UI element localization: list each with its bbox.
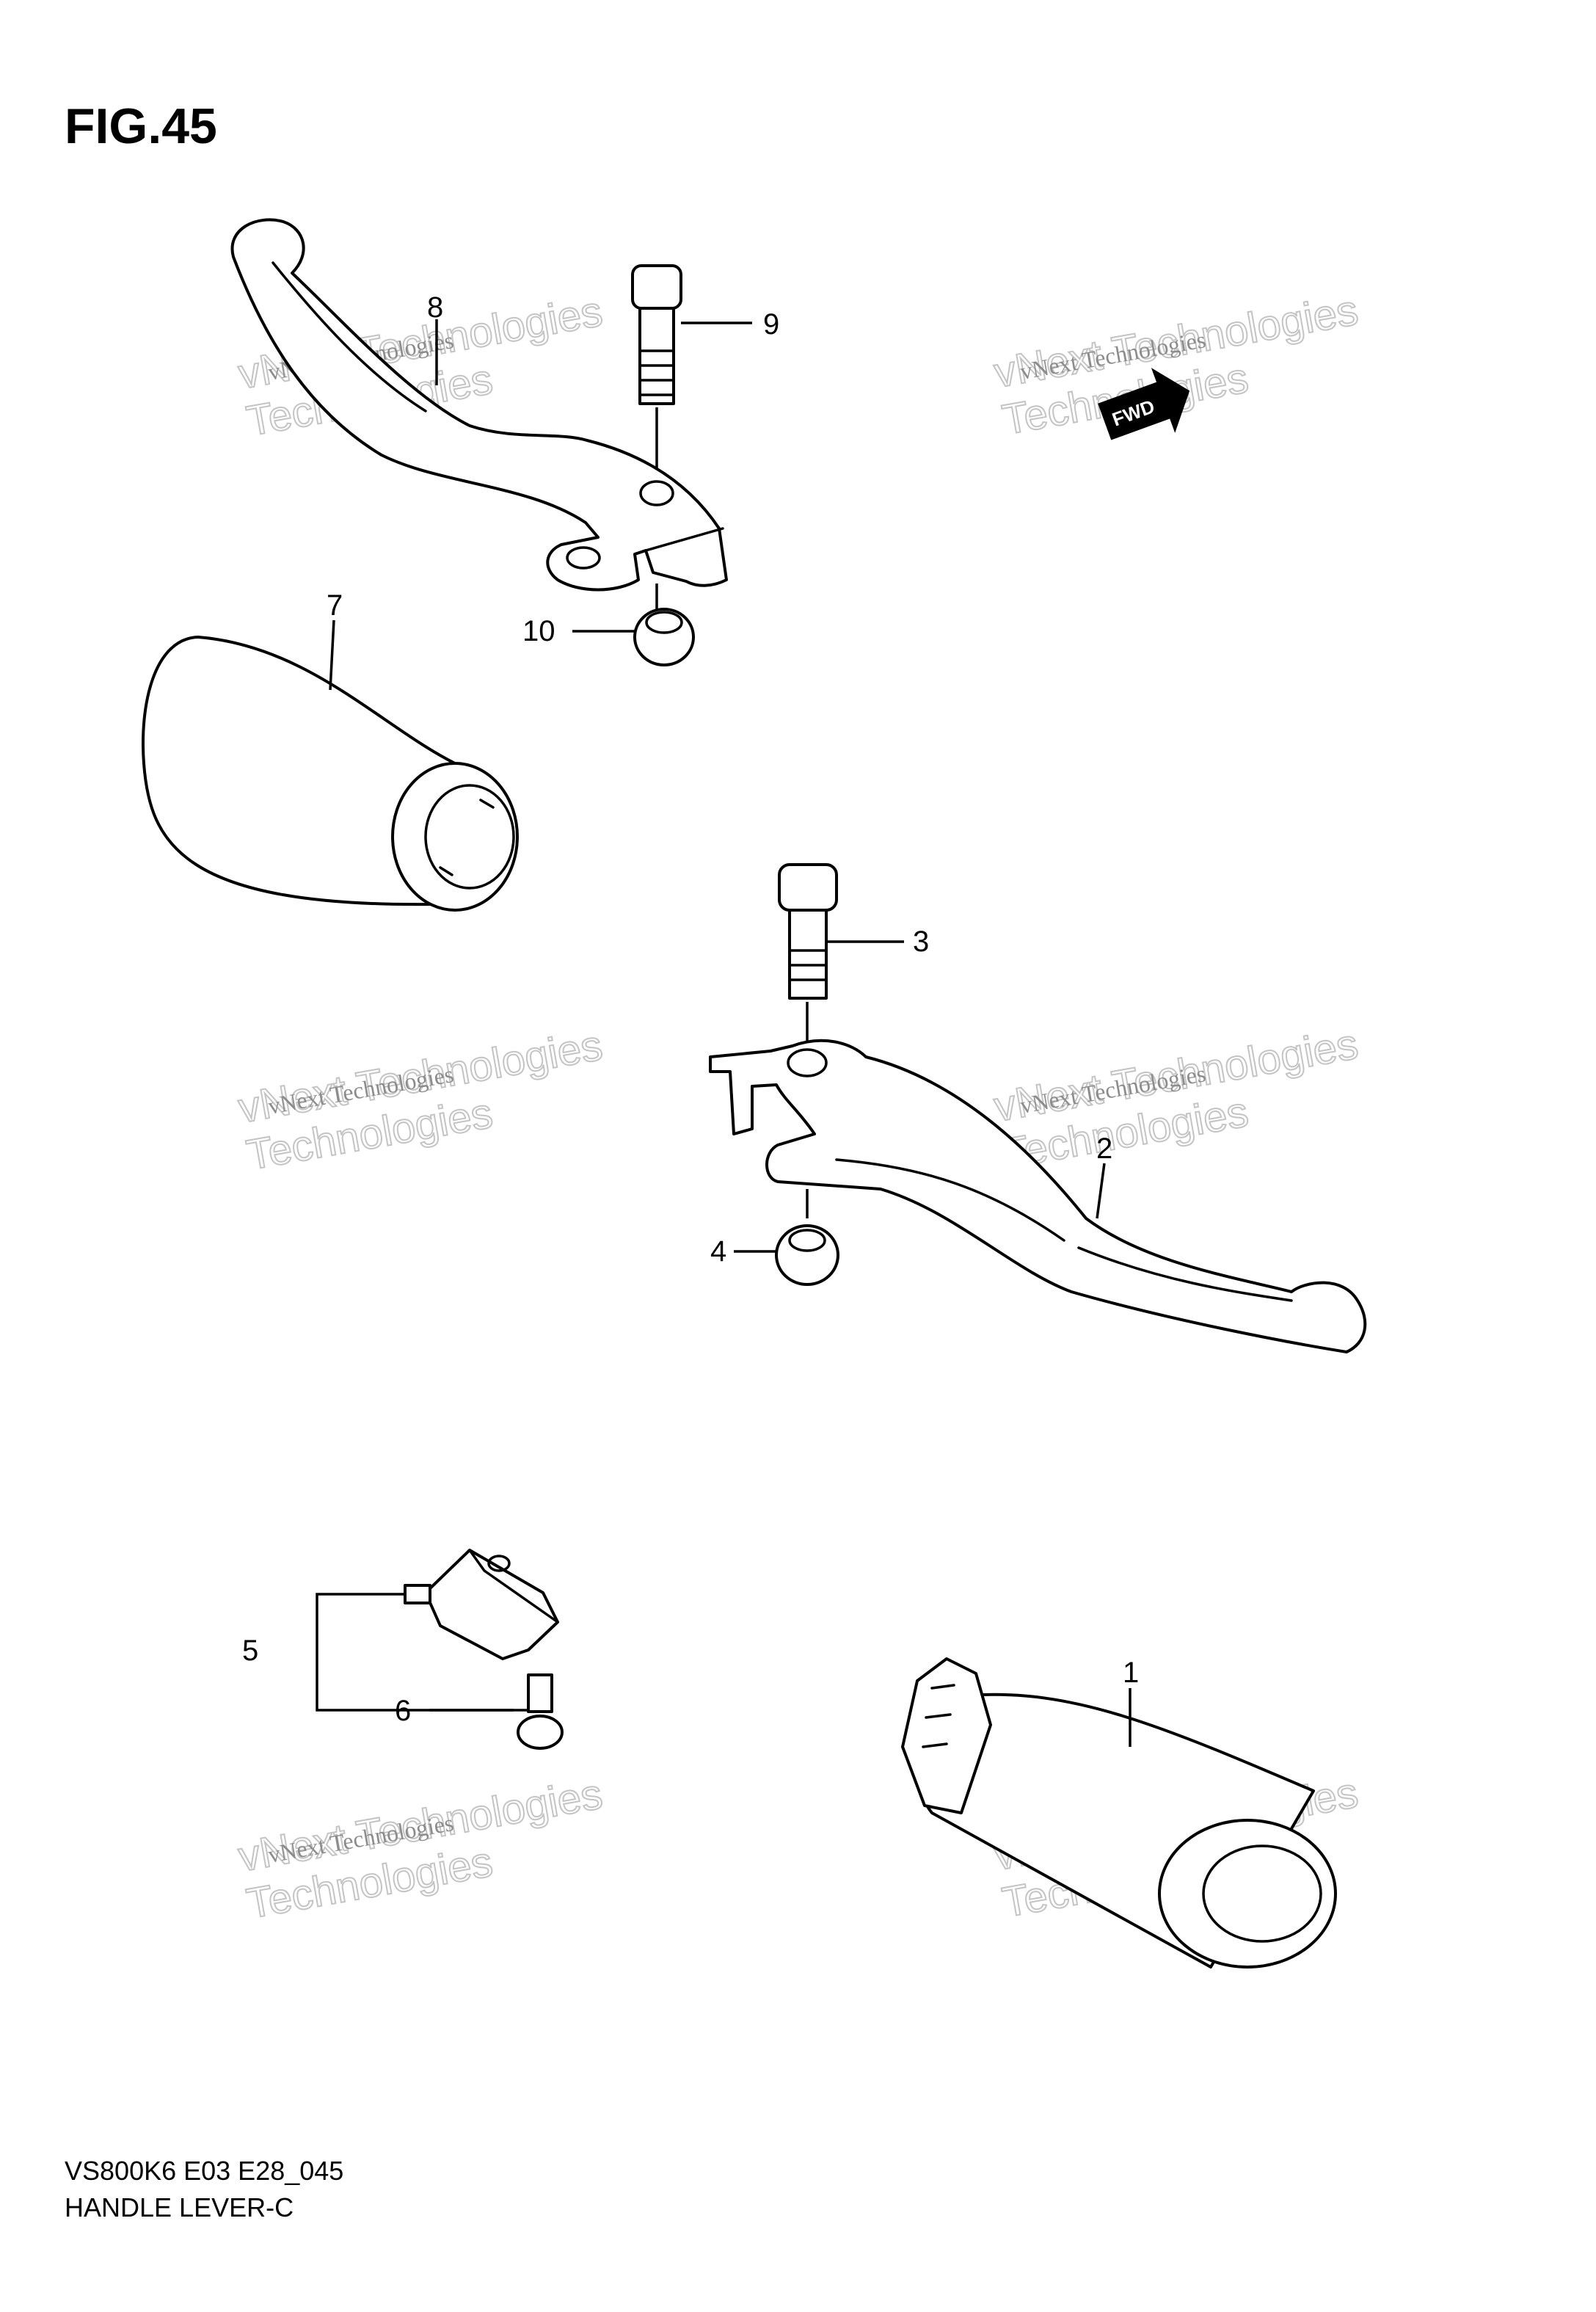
- watermark-mid-left: vNext Technologies vNext Technologies Te…: [234, 1020, 607, 1179]
- upper-bolt-threads: [638, 349, 675, 396]
- upper-lever-edge: [644, 527, 724, 552]
- callout-5: 5: [242, 1635, 258, 1667]
- switch-body: [424, 1549, 559, 1660]
- callout-7: 7: [327, 589, 343, 622]
- callout-3: 3: [913, 926, 929, 958]
- part-7-grip: [141, 636, 519, 912]
- callout-8: 8: [427, 291, 443, 324]
- lower-bolt-shank: [788, 909, 828, 1000]
- part-4-nut: [775, 1189, 839, 1286]
- part-6-screw: [517, 1673, 564, 1750]
- watermark-top-right: vNext Technologies vNext Technologies Te…: [990, 286, 1363, 445]
- callout-10: 10: [522, 615, 555, 647]
- lower-lever-pivot-hole: [787, 1048, 828, 1077]
- upper-bolt-head: [631, 264, 682, 310]
- forward-direction-badge: FWD: [1098, 368, 1190, 440]
- upper-lever-ridge: [272, 261, 427, 412]
- left-grip-notches: [439, 799, 495, 876]
- lower-bolt-threads: [788, 949, 828, 981]
- figure-title: FIG.45: [65, 98, 217, 154]
- upper-lever-mount-hole: [566, 546, 601, 570]
- switch-top-edge: [468, 1549, 559, 1624]
- callout-4: 4: [710, 1235, 726, 1268]
- left-grip-body: [141, 636, 456, 906]
- callout-leaders: [316, 319, 1132, 1747]
- watermark-bottom-left: vNext Technologies vNext Technologies Te…: [234, 1769, 607, 1928]
- callout-1: 1: [1123, 1657, 1139, 1689]
- screw-shank: [527, 1673, 553, 1713]
- callout-2: 2: [1096, 1133, 1112, 1165]
- part-2-lever: [709, 1039, 1367, 1353]
- callout-6: 6: [395, 1695, 411, 1727]
- left-grip-end-opening: [424, 784, 515, 890]
- upper-nut-top: [645, 611, 683, 634]
- part-10-nut: [633, 584, 695, 666]
- lower-lever-ridge-2: [1077, 1246, 1293, 1302]
- lower-bolt-head: [778, 863, 838, 912]
- callout-9: 9: [763, 308, 779, 341]
- part-5-switch: [404, 1549, 559, 1660]
- lower-nut-top: [788, 1229, 826, 1252]
- model-code: VS800K6 E03 E28_045: [65, 2156, 343, 2186]
- lower-lever-ridge: [835, 1158, 1065, 1242]
- upper-lever-body: [230, 218, 728, 592]
- switch-screw: [487, 1555, 511, 1572]
- upper-nut-body: [633, 608, 695, 666]
- part-9-bolt: [631, 264, 682, 470]
- switch-terminal: [404, 1584, 431, 1604]
- fwd-arrow-icon: [1098, 368, 1190, 440]
- leader-7: [329, 619, 335, 691]
- lower-lever-body: [709, 1039, 1367, 1353]
- lower-nut-body: [775, 1224, 839, 1286]
- leader-2: [1096, 1163, 1106, 1219]
- throttle-grip-end: [1158, 1819, 1337, 1969]
- part-1-throttle-grip: [901, 1657, 1337, 1969]
- throttle-grip-collar: [901, 1657, 992, 1814]
- throttle-grip-opening: [1202, 1844, 1322, 1943]
- part-8-lever: [230, 218, 728, 592]
- figure-name: HANDLE LEVER-C: [65, 2192, 294, 2222]
- leader-5: [316, 1593, 514, 1712]
- screw-head: [517, 1715, 564, 1750]
- throttle-grip-teeth: [922, 1684, 955, 1748]
- part-3-bolt: [778, 863, 838, 1042]
- watermark-mid-right: vNext Technologies vNext Technologies Te…: [990, 1019, 1363, 1179]
- upper-lever-pivot-hole: [639, 480, 674, 506]
- upper-bolt-shank: [638, 307, 675, 405]
- left-grip-end-flange: [391, 762, 519, 912]
